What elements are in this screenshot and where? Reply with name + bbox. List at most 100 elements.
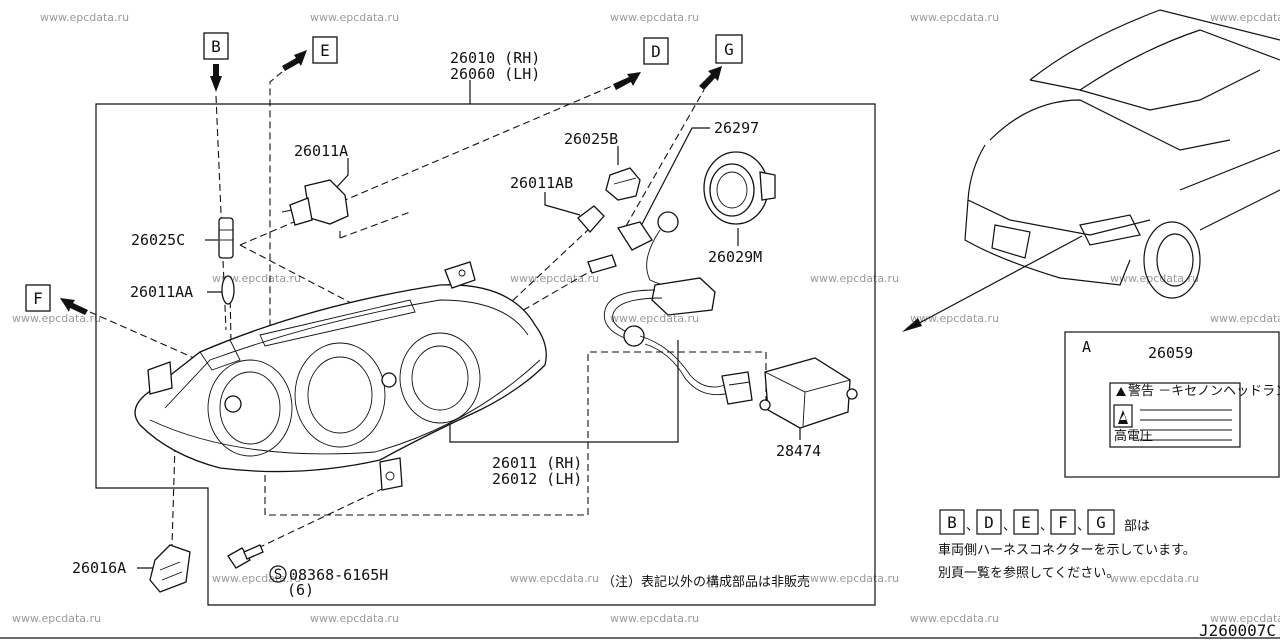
- legend-letter: D: [984, 513, 994, 532]
- leader-dash: [339, 211, 411, 239]
- assembly-frame: [95, 103, 876, 606]
- bolt-symbol: S: [269, 565, 287, 583]
- leader-dash: [235, 71, 283, 341]
- housing-edge: [164, 299, 529, 409]
- bulb-glass: [289, 197, 313, 226]
- car-bumper: [964, 199, 1131, 286]
- mount-hole: [385, 471, 395, 481]
- legend-letter: B: [947, 513, 957, 532]
- car-front: [967, 144, 1151, 236]
- bolt-symbol-circle: [269, 565, 287, 583]
- leader-dash: [625, 89, 705, 227]
- ballast-body: [764, 357, 851, 429]
- wedge-bulb: [221, 275, 235, 305]
- harness-wire: [612, 297, 663, 335]
- warning-triangle-icon: [1116, 387, 1126, 396]
- bolt-08368: [227, 544, 264, 569]
- legend-separator: 、: [1077, 519, 1090, 534]
- car-hub: [1156, 233, 1194, 287]
- arrow-up-right-icon: [282, 50, 307, 71]
- legend-box: [939, 509, 965, 535]
- part-number: 26010 (RH): [450, 49, 540, 67]
- housing-edge: [149, 359, 541, 455]
- high-voltage-icon: [1118, 410, 1128, 424]
- socket-26025c: [218, 217, 234, 259]
- housing-top-bracket: [199, 339, 241, 371]
- legend-letter: G: [1096, 513, 1106, 532]
- mount-hole: [458, 269, 466, 277]
- bulb-tip: [281, 209, 293, 213]
- watermark: www.epcdata.ru: [1110, 572, 1199, 585]
- watermark: www.epcdata.ru: [1210, 612, 1280, 625]
- lamp-bulb-seat: [381, 372, 397, 388]
- legend-letter: F: [1058, 513, 1068, 532]
- bulb-26011a: [281, 179, 349, 226]
- socket-body: [605, 167, 641, 201]
- wedge-bulb: [577, 205, 605, 233]
- lamp-reflector: [294, 342, 386, 448]
- lamp-reflector: [207, 359, 293, 457]
- car-roof: [1029, 9, 1280, 81]
- callout-letter: B: [211, 37, 221, 56]
- part-number: 26011AA: [130, 283, 193, 301]
- view-direction-line: [909, 235, 1083, 329]
- callout-f[interactable]: F: [25, 284, 88, 315]
- cap-tab: [759, 171, 776, 201]
- legend-separator: 、: [1003, 519, 1016, 534]
- harness-wire: [644, 343, 726, 396]
- part-number: 26011AB: [510, 174, 573, 192]
- warning-title: 警告 －キセノンヘッドランプ: [1128, 383, 1280, 399]
- car-side: [1179, 149, 1280, 191]
- harness-connector: [721, 371, 753, 405]
- callout-box: [25, 284, 51, 312]
- callout-letter: D: [651, 42, 661, 61]
- socket-body: [218, 217, 234, 259]
- car-headlamp: [1079, 214, 1141, 246]
- bracket-body: [149, 544, 191, 593]
- watermark: www.epcdata.ru: [212, 272, 301, 285]
- socket-26025b: [605, 167, 641, 201]
- car-hood: [989, 99, 1231, 151]
- part-number: 26029M: [708, 248, 762, 266]
- ballast-28474: [759, 357, 858, 429]
- part-number: 26060 (LH): [450, 65, 540, 83]
- arrow-up-left-icon: [60, 298, 88, 315]
- callout-letter: G: [724, 40, 734, 59]
- part-labels: 26010 (RH) 26060 (LH) 26011A 26025B 2629…: [72, 49, 821, 599]
- watermark: www.epcdata.ru: [1210, 11, 1280, 24]
- lamp-reflector: [307, 356, 373, 434]
- xenon-igniter: [587, 254, 617, 274]
- car-windshield-base: [1029, 69, 1261, 111]
- car-side: [1199, 189, 1280, 231]
- leader-dash: [215, 95, 227, 331]
- callout-e[interactable]: E: [282, 36, 338, 71]
- legend-letter: E: [1021, 513, 1031, 532]
- leader-dash: [264, 351, 767, 516]
- watermark: www.epcdata.ru: [1210, 312, 1280, 325]
- callout-b[interactable]: B: [203, 32, 229, 92]
- legend-box: [976, 509, 1002, 535]
- watermark: www.epcdata.ru: [12, 612, 101, 625]
- lamp-reflector: [399, 332, 481, 424]
- part-number: 26025C: [131, 231, 185, 249]
- watermark: www.epcdata.ru: [310, 11, 399, 24]
- legend-box: [1013, 509, 1039, 535]
- leader-dash: [257, 487, 385, 549]
- watermark: www.epcdata.ru: [610, 11, 699, 24]
- leader-dash: [229, 289, 233, 396]
- callout-d[interactable]: D: [613, 37, 669, 90]
- cap-26029m: [703, 151, 776, 225]
- leader-dash: [239, 244, 381, 319]
- callout-g[interactable]: G: [699, 34, 743, 90]
- part-number: 26059: [1148, 344, 1193, 362]
- part-number: 28474: [776, 442, 821, 460]
- arrow-down-left-icon: [902, 318, 922, 332]
- not-sold-note: （注）表記以外の構成部品は非販売: [602, 574, 810, 590]
- watermark: www.epcdata.ru: [910, 612, 999, 625]
- legend: B 、 D 、 E 、 F 、 G 部は 車両側ハーネスコネクターを示しています…: [938, 509, 1196, 581]
- housing-outline: [134, 284, 547, 473]
- socket-rib: [613, 177, 637, 185]
- arrow-up-right-icon: [699, 66, 722, 90]
- part-number: 08368-6165H: [289, 566, 388, 584]
- bolt-symbol-letter: S: [274, 567, 282, 583]
